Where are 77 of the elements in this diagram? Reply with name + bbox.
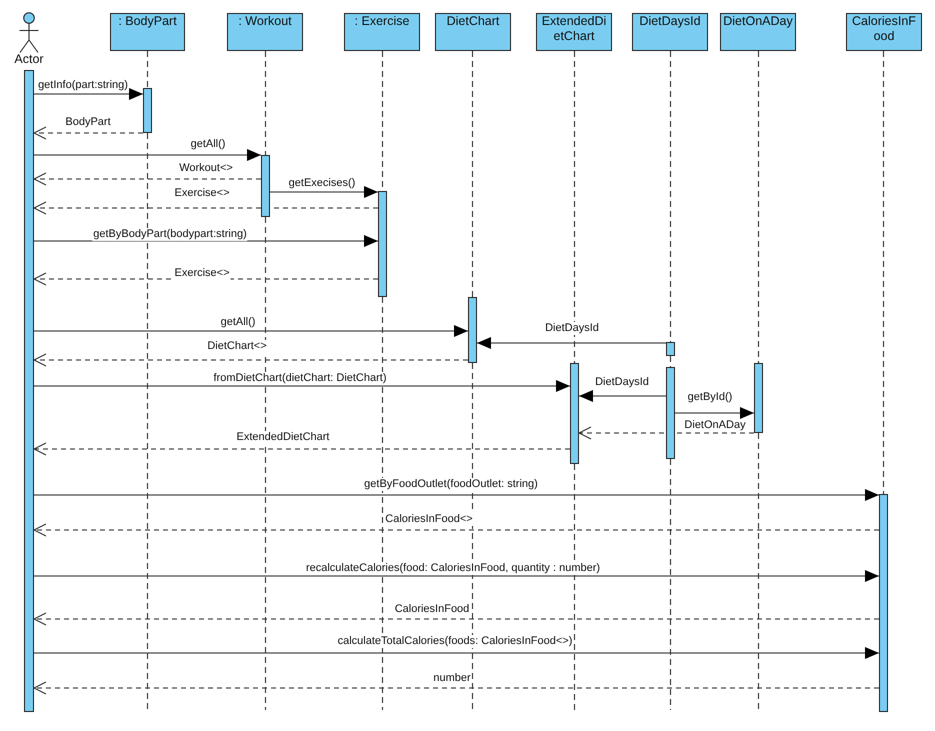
lifeline [146, 51, 148, 88]
return-message-arrow [34, 682, 879, 694]
message-arrow [34, 570, 879, 582]
activation-bar [378, 191, 387, 297]
lifeline [574, 51, 576, 363]
participant-box: : BodyPart [110, 13, 185, 51]
message-label: getByBodyPart(bodypart:string) [92, 228, 248, 240]
message-label: ExtendedDietChart [236, 430, 330, 444]
message-label: getExecises() [288, 176, 356, 190]
return-message-arrow [34, 202, 378, 214]
lifeline [264, 51, 266, 155]
activation-bar [666, 367, 675, 459]
lifeline [670, 51, 672, 342]
lifeline [670, 459, 672, 710]
message-label: recalculateCalories(food: CaloriesInFood, quantity : number) [304, 562, 602, 574]
message-arrow [579, 390, 666, 402]
activation-bar [754, 363, 763, 433]
message-label: DietDaysId [544, 322, 600, 334]
lifeline [472, 51, 474, 297]
message-label: DietChart<> [206, 340, 268, 352]
message-label: DietOnADay [683, 418, 747, 432]
message-label: getAll() [190, 138, 226, 150]
message-label: BodyPart [64, 116, 112, 128]
lifeline [758, 433, 760, 710]
message-label: number [432, 672, 472, 684]
participant-box: : Exercise [344, 13, 420, 51]
return-message-arrow [34, 442, 570, 456]
lifeline [146, 133, 148, 710]
message-arrow [675, 407, 754, 419]
return-message-arrow [34, 126, 143, 140]
message-arrow [477, 337, 666, 349]
message-label: Exercise<> [173, 186, 231, 200]
actor-label: Actor [14, 52, 44, 66]
return-message-arrow [578, 426, 754, 440]
message-arrow [270, 186, 378, 198]
participant-box: CaloriesInFood [846, 13, 922, 51]
return-message-arrow [34, 354, 468, 366]
lifeline [264, 217, 266, 710]
participant-box: : Workout [227, 13, 303, 51]
message-label: calculateTotalCalories(foods: CaloriesInFood<>) [336, 634, 574, 648]
message-label: getByFoodOutlet(foodOutlet: string) [363, 478, 539, 490]
lifeline [758, 51, 760, 363]
activation-bar [879, 494, 888, 712]
message-arrow [34, 647, 879, 659]
participant-box: DietDaysId [632, 13, 708, 51]
message-label: getById() [686, 390, 734, 404]
lifeline [382, 297, 384, 710]
return-message-arrow [34, 612, 879, 626]
message-arrow [34, 489, 879, 501]
lifeline [670, 356, 672, 367]
message-label: DietDaysId [594, 376, 650, 388]
participant-box: DietChart [435, 13, 511, 51]
activation-bar [666, 342, 675, 356]
message-label: CaloriesInFood<> [384, 512, 474, 526]
lifeline [472, 363, 474, 710]
message-label: Workout<> [178, 162, 234, 174]
message-arrow [34, 88, 143, 100]
message-arrow [34, 149, 261, 161]
message-label: Exercise<> [173, 266, 231, 280]
message-arrow [34, 380, 570, 392]
return-message-arrow [34, 524, 879, 536]
message-label: fromDietChart(dietChart: DietChart) [212, 372, 388, 384]
message-label: CaloriesInFood [394, 602, 470, 616]
message-arrow [34, 235, 378, 247]
activation-bar [261, 155, 270, 217]
activation-bar [143, 88, 152, 133]
lifeline [882, 51, 884, 494]
message-label: getAll() [220, 316, 256, 328]
return-message-arrow [34, 172, 261, 186]
participant-box: DietOnADay [720, 13, 796, 51]
activation-bar [24, 70, 34, 712]
lifeline [574, 464, 576, 710]
activation-bar [468, 297, 477, 363]
participant-box: ExtendedDietChart [536, 13, 612, 51]
message-arrow [34, 325, 468, 337]
activation-bar [570, 363, 579, 464]
message-label: getInfo(part:string) [37, 78, 129, 92]
